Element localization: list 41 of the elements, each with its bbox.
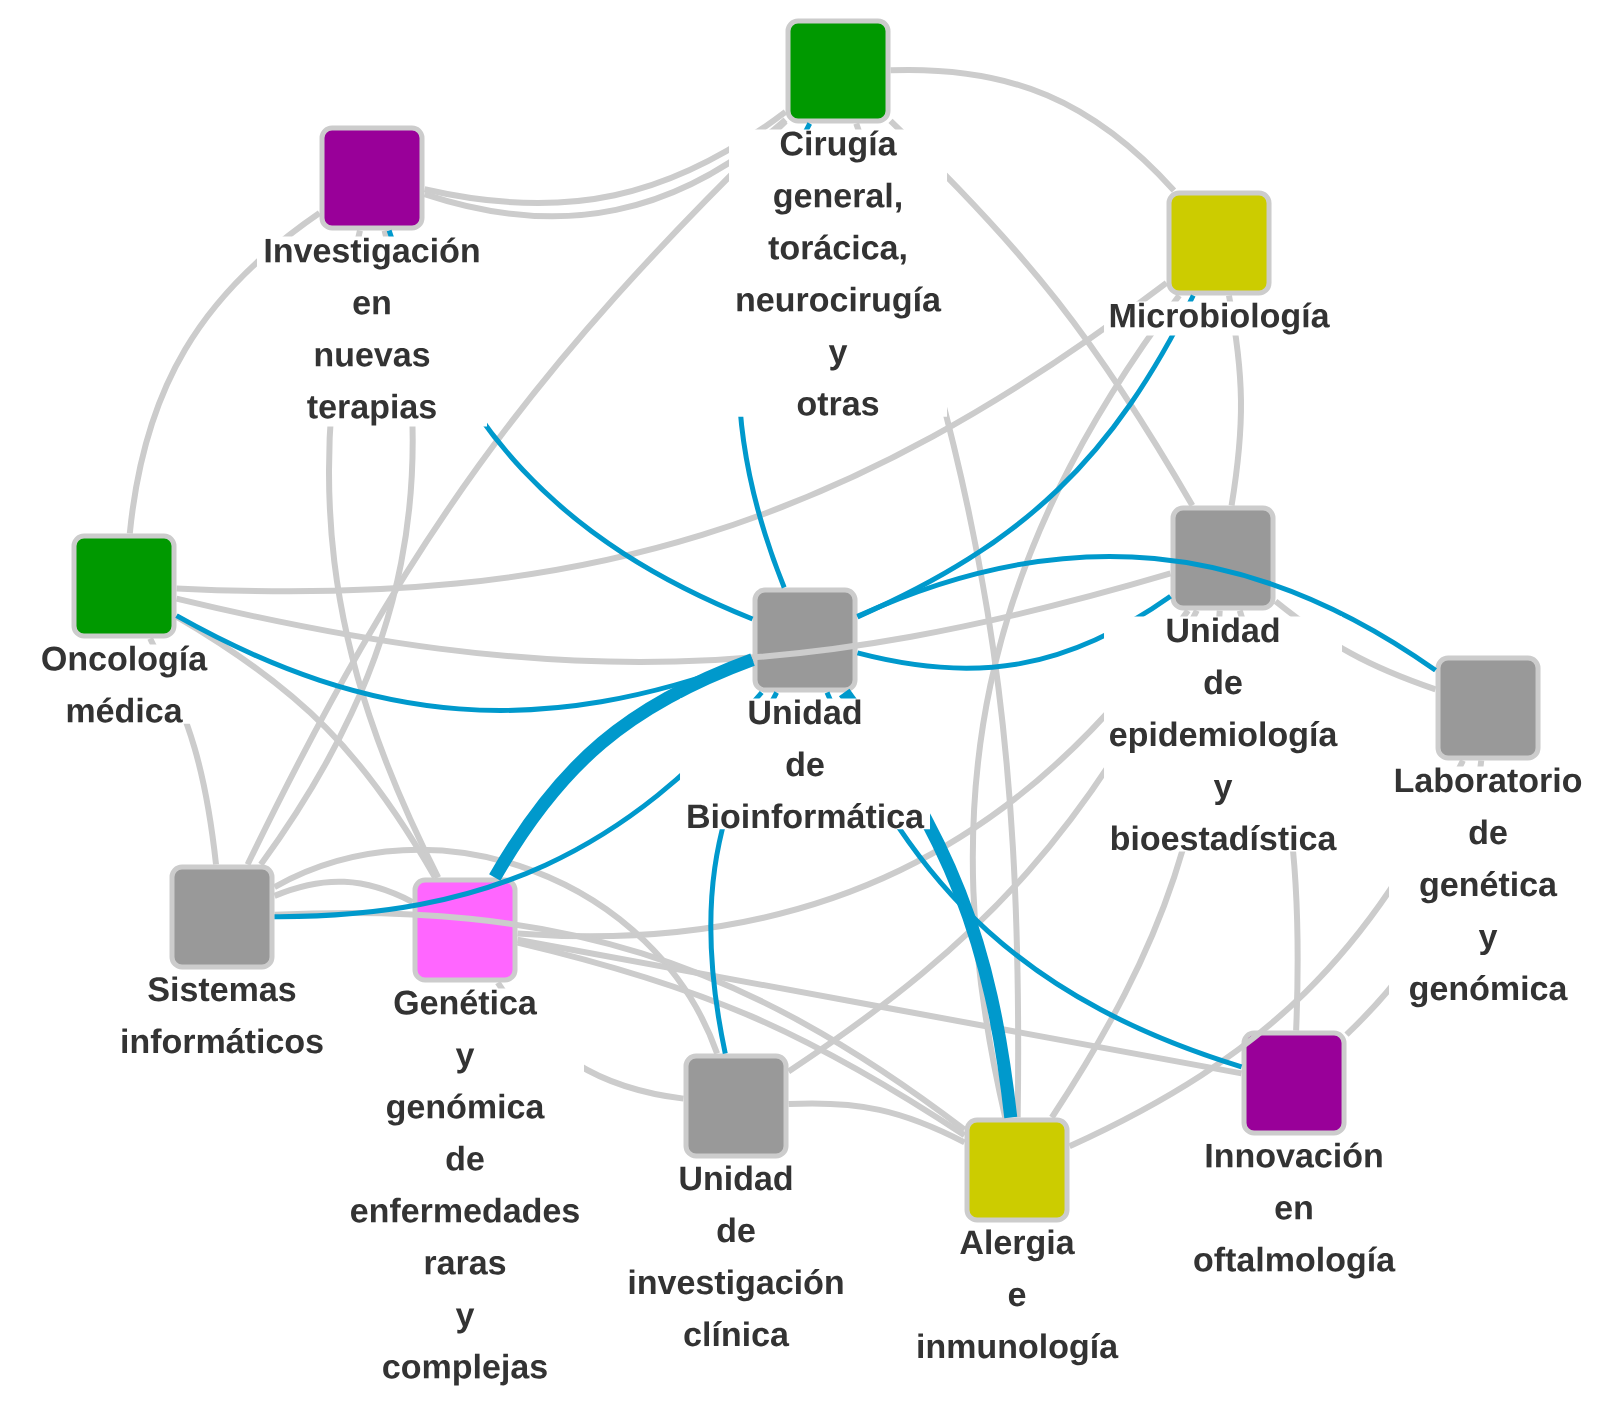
square-node xyxy=(169,864,275,970)
node-label: Unidad de investigación clínica xyxy=(623,1164,849,1348)
node-label: Investigación en nuevas terapias xyxy=(257,236,487,427)
connector-line xyxy=(273,878,414,905)
square-node xyxy=(1166,190,1272,296)
node-label: Unidad de Bioinformática xyxy=(680,698,930,830)
square-node xyxy=(412,877,518,983)
square-node xyxy=(785,18,891,124)
connector-line xyxy=(489,653,755,881)
node-label: Cirugía general, torácica, neurocirugía y otras xyxy=(729,129,947,417)
connector-line xyxy=(970,293,1182,1119)
connector-line xyxy=(890,67,1177,193)
connector-line xyxy=(788,1100,966,1145)
connector-line xyxy=(274,910,967,1133)
connector-line xyxy=(516,936,1243,1077)
node-label: Sistemas informáticos xyxy=(117,975,327,1055)
square-node xyxy=(1241,1030,1347,1136)
square-node xyxy=(1435,655,1541,761)
node-label: Unidad de epidemiología y bioestadística xyxy=(1104,616,1342,852)
square-node xyxy=(964,1117,1070,1223)
node-label: Alergia e inmunología xyxy=(910,1228,1124,1367)
node-label: Laboratorio de genética y genómica xyxy=(1389,766,1588,1009)
node-label: Genética y genómica de enfermedades raras y complejas xyxy=(346,988,584,1387)
connector-line xyxy=(126,210,322,534)
connector-line xyxy=(244,119,788,866)
node-label: Innovación en oftalmología xyxy=(1188,1141,1401,1280)
square-node xyxy=(71,533,177,639)
connector-line xyxy=(856,594,1172,671)
square-node xyxy=(752,587,858,693)
connector-line xyxy=(856,553,1437,673)
node-label: Microbiología xyxy=(1104,301,1334,336)
connector-line xyxy=(423,117,788,220)
connector-line xyxy=(856,294,1196,620)
connector-line xyxy=(176,280,1169,595)
connector-line xyxy=(175,570,1172,665)
square-node xyxy=(319,125,425,231)
node-label: Oncología médica xyxy=(35,644,213,724)
square-node xyxy=(683,1053,789,1159)
square-node xyxy=(1170,505,1276,611)
connector-line xyxy=(423,109,788,206)
connector-line xyxy=(273,847,720,1055)
